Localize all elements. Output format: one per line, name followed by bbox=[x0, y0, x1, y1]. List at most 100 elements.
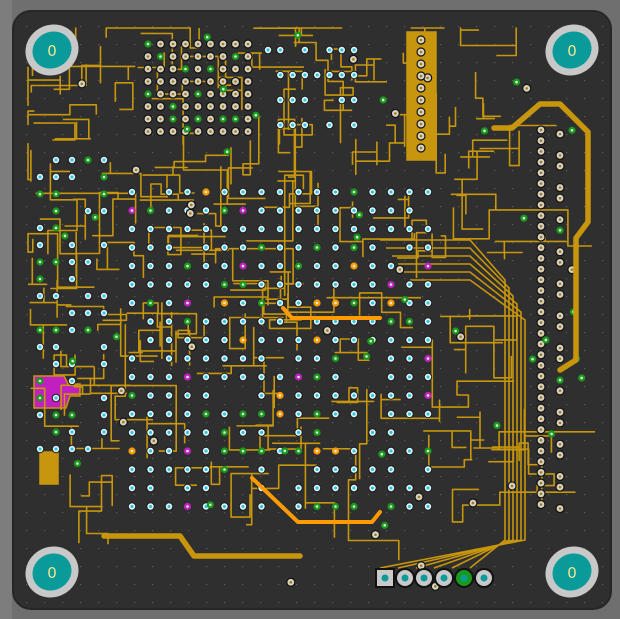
via-center bbox=[148, 486, 153, 490]
via-center bbox=[381, 98, 385, 102]
pin-drill bbox=[460, 574, 468, 582]
signal-trace bbox=[101, 162, 168, 198]
via-center bbox=[539, 396, 543, 399]
via-center bbox=[241, 264, 245, 268]
via-center bbox=[352, 319, 356, 324]
mounting-hole-br[interactable]: 0 bbox=[536, 537, 608, 607]
via-center bbox=[54, 413, 58, 417]
via-center bbox=[369, 339, 373, 343]
via-center bbox=[241, 319, 245, 324]
signal-trace bbox=[230, 472, 270, 526]
via-center bbox=[522, 216, 526, 220]
via-center bbox=[259, 190, 264, 194]
signal-trace bbox=[29, 280, 72, 318]
mounting-hole-tr[interactable]: 0 bbox=[536, 15, 608, 85]
via-center bbox=[86, 311, 90, 315]
via-center bbox=[315, 356, 319, 361]
via-center bbox=[148, 282, 153, 287]
signal-trace bbox=[397, 233, 447, 259]
selected-trace[interactable] bbox=[281, 306, 382, 320]
connector-pin-5[interactable] bbox=[454, 568, 474, 588]
power-trace[interactable] bbox=[491, 101, 591, 373]
via-center bbox=[389, 505, 393, 508]
via-center bbox=[241, 190, 245, 194]
signal-trace bbox=[334, 338, 370, 362]
via-center bbox=[54, 328, 58, 332]
signal-trace bbox=[451, 488, 576, 523]
signal-trace bbox=[355, 124, 406, 176]
mounting-hole-bl[interactable]: 0 bbox=[16, 537, 88, 607]
via-center bbox=[539, 439, 543, 442]
via-center bbox=[558, 410, 562, 414]
via-center bbox=[167, 282, 171, 287]
connector-pin-2[interactable] bbox=[395, 568, 415, 588]
via-center bbox=[297, 449, 300, 453]
via-center bbox=[223, 209, 226, 212]
via-center bbox=[539, 160, 543, 164]
via-center bbox=[184, 105, 187, 108]
via-center bbox=[130, 264, 134, 268]
via-center bbox=[539, 481, 543, 485]
pin-drill bbox=[420, 574, 428, 582]
via-center bbox=[234, 67, 237, 71]
signal-trace bbox=[423, 430, 485, 460]
connector-header[interactable] bbox=[375, 568, 494, 588]
via-center bbox=[539, 406, 543, 410]
via-center bbox=[222, 375, 227, 379]
signal-trace bbox=[30, 387, 120, 450]
selected-trace[interactable] bbox=[250, 476, 382, 524]
via-center bbox=[184, 117, 187, 121]
via-center bbox=[102, 311, 106, 315]
signal-trace bbox=[486, 236, 567, 260]
via-center bbox=[246, 42, 250, 46]
via-center bbox=[204, 356, 208, 361]
via-center bbox=[246, 55, 250, 58]
via-center bbox=[120, 389, 123, 393]
power-trace[interactable] bbox=[101, 533, 303, 559]
via-center bbox=[539, 299, 543, 303]
via-center bbox=[222, 190, 227, 194]
via-center bbox=[121, 420, 125, 424]
small-pad[interactable] bbox=[39, 451, 59, 485]
left-panel-edge bbox=[0, 0, 12, 619]
via-center bbox=[333, 393, 338, 398]
via-center bbox=[130, 301, 134, 305]
via-center bbox=[167, 338, 171, 342]
bus-trace bbox=[380, 239, 506, 569]
via-center bbox=[102, 362, 106, 366]
via-center bbox=[419, 74, 423, 78]
mounting-hole-tl[interactable]: 0 bbox=[16, 15, 88, 85]
via-center bbox=[570, 268, 574, 271]
via-center bbox=[510, 484, 514, 488]
via-center bbox=[407, 449, 412, 453]
connector-pin-1[interactable] bbox=[375, 568, 395, 588]
connector-pin-4[interactable] bbox=[434, 568, 454, 588]
signal-trace bbox=[53, 350, 95, 376]
via-center bbox=[459, 335, 462, 339]
via-center bbox=[63, 234, 67, 238]
via-center bbox=[303, 48, 307, 52]
via-center bbox=[222, 227, 227, 231]
signal-trace bbox=[358, 388, 368, 480]
via-center bbox=[296, 356, 301, 361]
via-center bbox=[531, 357, 534, 361]
signal-trace bbox=[435, 93, 446, 174]
via-center bbox=[539, 321, 543, 324]
via-center bbox=[234, 117, 237, 121]
via-center bbox=[222, 504, 227, 509]
connector-pin-3[interactable] bbox=[414, 568, 434, 588]
connector-pin-6[interactable] bbox=[474, 568, 494, 588]
via-center bbox=[222, 319, 227, 324]
via-center bbox=[54, 260, 58, 264]
net-label: 0 bbox=[567, 564, 577, 582]
via-center bbox=[209, 67, 212, 71]
via-center bbox=[389, 320, 393, 323]
via-center bbox=[333, 190, 338, 194]
via-center bbox=[185, 430, 190, 435]
via-center bbox=[222, 245, 227, 250]
pin-drill bbox=[381, 574, 389, 582]
via-center bbox=[130, 504, 134, 509]
signal-trace bbox=[394, 106, 457, 147]
